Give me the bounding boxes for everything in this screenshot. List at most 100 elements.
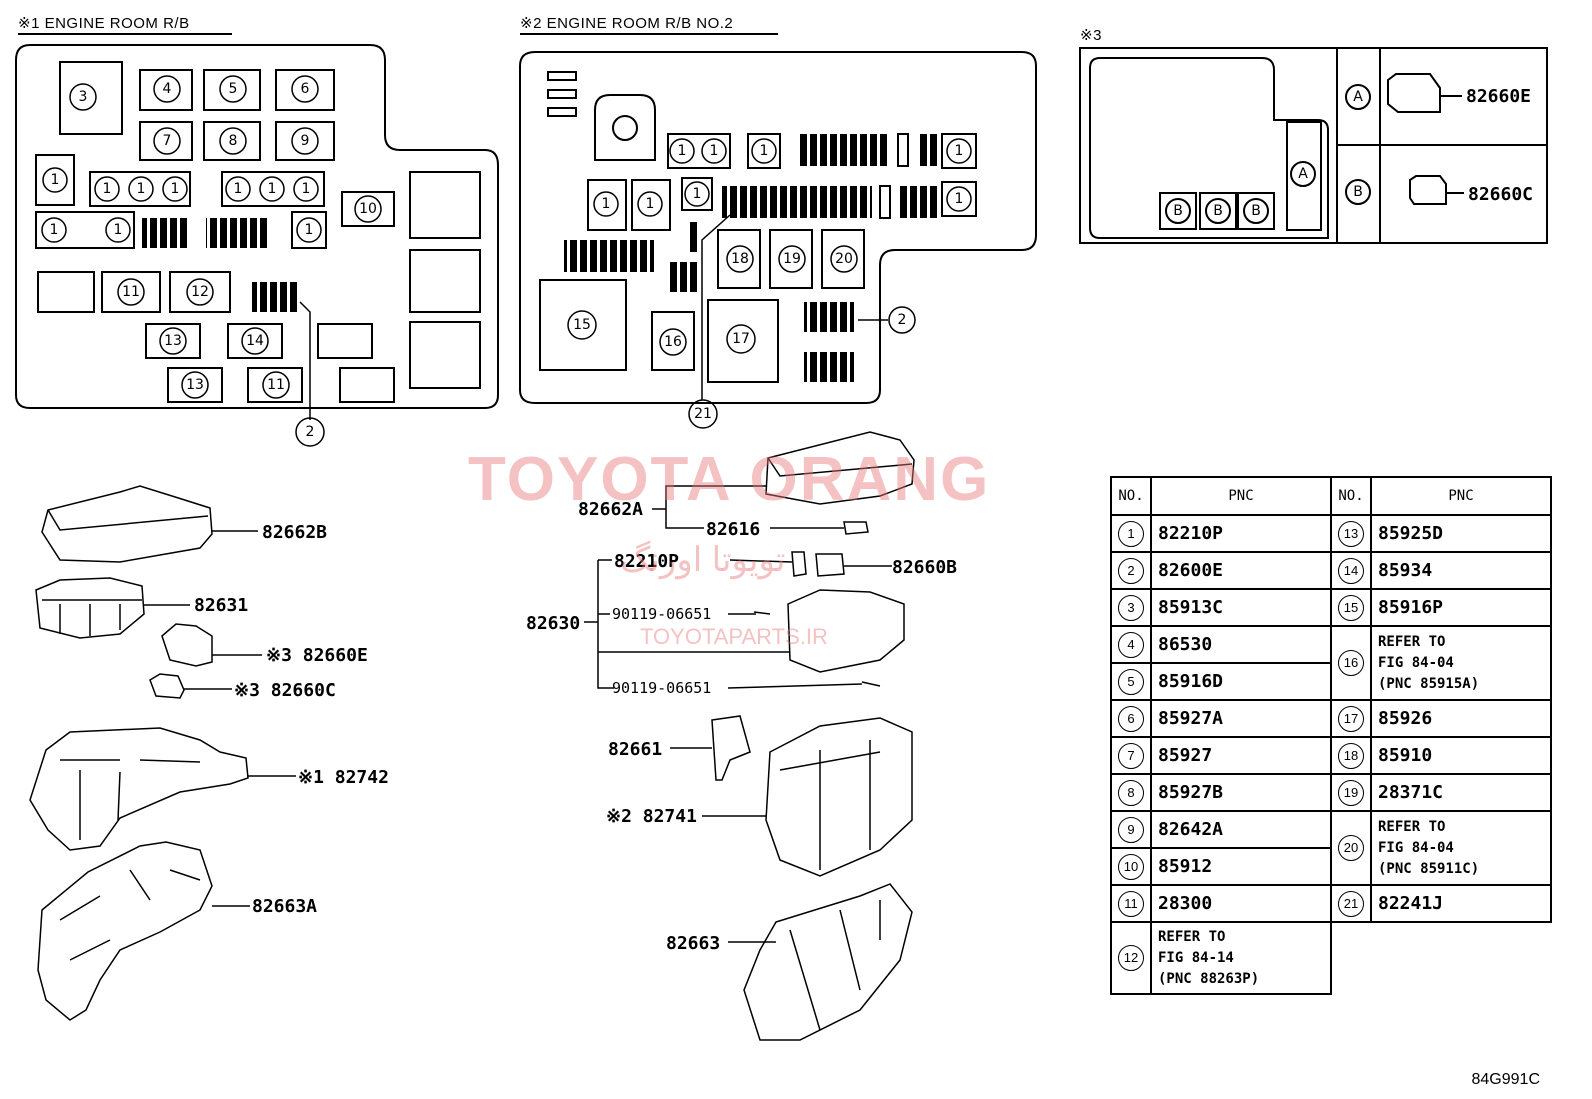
pnc-cell: 85934 — [1370, 551, 1552, 590]
fuse-strip — [668, 262, 698, 292]
table-row: 2 82600E 14 85934 — [1110, 551, 1552, 590]
pnc-cell: 82600E — [1150, 551, 1332, 590]
part-label-bolt: 90119-06651 — [612, 605, 711, 623]
box-number: 6 — [301, 81, 310, 97]
row-number: 19 — [1338, 779, 1364, 806]
box-number: 16 — [664, 334, 682, 350]
part-label-82662b: 82662B — [262, 522, 327, 543]
fuse-strip — [252, 282, 300, 312]
row-number: 21 — [1338, 890, 1364, 917]
pnc-cell: 85927 — [1150, 736, 1332, 775]
table-row: 7 85927 18 85910 — [1110, 736, 1552, 775]
row-number: 1 — [1118, 520, 1144, 547]
mid-parts-drawings — [711, 431, 915, 1041]
pnc-cell: 85925D — [1370, 514, 1552, 553]
part-label-82662a: 82662A — [578, 499, 643, 520]
box-number: 2 — [306, 424, 315, 440]
box-number: 1 — [760, 143, 769, 159]
row-number: 15 — [1338, 594, 1364, 621]
slot-letter: B — [1173, 203, 1183, 219]
circle-markers — [41, 75, 382, 447]
rb2-box — [519, 51, 1037, 404]
row-number: 4 — [1118, 631, 1144, 658]
box-number: 1 — [678, 143, 687, 159]
part-label-82616: 82616 — [706, 519, 760, 540]
table-row: 9 82642A 20 REFER TO FIG 84-04 (PNC 8591… — [1110, 810, 1552, 886]
box-number: 20 — [835, 251, 853, 267]
box-number: 21 — [694, 406, 712, 422]
box-number: 11 — [122, 284, 140, 300]
table-row: 12 REFER TO FIG 84-14 (PNC 88263P) — [1110, 921, 1551, 995]
rb1-box — [15, 44, 499, 409]
row-number: 9 — [1118, 816, 1144, 843]
pnc-cell: 86530 — [1150, 625, 1332, 664]
row-number: 17 — [1338, 705, 1364, 732]
fuse-strip — [898, 186, 938, 218]
fuse-strip — [804, 302, 854, 332]
table-row: 1 82210P 13 85925D — [1110, 514, 1552, 553]
row-number: 6 — [1118, 705, 1144, 732]
box-number: 1 — [305, 222, 314, 238]
pnc-cell: 28371C — [1370, 773, 1552, 812]
pnc-cell: 85913C — [1150, 588, 1332, 627]
box-number: 13 — [164, 333, 182, 349]
pnc-cell: 82642A — [1150, 810, 1332, 849]
row-number: 14 — [1338, 557, 1364, 584]
table-row: 10 85912 — [1110, 847, 1551, 886]
box-number: 8 — [229, 133, 238, 149]
col-no: NO. — [1330, 476, 1372, 516]
box-number: 1 — [955, 191, 964, 207]
box-number: 1 — [51, 172, 60, 188]
part-label-82660b: 82660B — [892, 557, 957, 578]
leader-line — [701, 214, 731, 400]
box-number: 1 — [710, 143, 719, 159]
box-number: 1 — [302, 181, 311, 197]
row-number: 8 — [1118, 779, 1144, 806]
box-number: 14 — [246, 333, 264, 349]
slot-letter: B — [1213, 203, 1223, 219]
row-number: 7 — [1118, 742, 1144, 769]
part-label-82631: 82631 — [194, 595, 248, 616]
box-number: 10 — [359, 201, 377, 217]
box-number: 1 — [646, 196, 655, 212]
slot-letter: B — [1251, 203, 1261, 219]
box-number: 3 — [79, 89, 88, 105]
box-number: 7 — [163, 133, 172, 149]
table-row: 11 28300 21 82241J — [1110, 884, 1552, 923]
pnc-cell: 85916P — [1370, 588, 1552, 627]
box-number: 13 — [186, 377, 204, 393]
box-number: 19 — [783, 251, 801, 267]
slot-letter: A — [1298, 166, 1308, 182]
box-number: 18 — [731, 251, 749, 267]
pnc-cell: 85927A — [1150, 699, 1332, 738]
rb2-title: ※2 ENGINE ROOM R/B NO.2 — [520, 14, 778, 35]
part-label-82210p: 82210P — [614, 551, 679, 572]
row-number: 3 — [1118, 594, 1144, 621]
slot-letter: B — [1353, 184, 1363, 200]
row-number: 16 — [1338, 650, 1364, 676]
row-number: 2 — [1118, 557, 1144, 584]
table-row: 5 85916D — [1110, 662, 1551, 701]
pnc-cell: 85910 — [1370, 736, 1552, 775]
box-number: 1 — [137, 181, 146, 197]
pnc-cell: 85916D — [1150, 662, 1332, 701]
box-number: 1 — [171, 181, 180, 197]
part-label-82660e: ※3 82660E — [266, 645, 368, 666]
box-number: 1 — [103, 181, 112, 197]
pnc-cell: 85927B — [1150, 773, 1332, 812]
pnc-cell: 85912 — [1150, 847, 1332, 886]
watermark-sub: TOYOTAPARTS.IR — [640, 624, 828, 649]
box-number: 1 — [268, 181, 277, 197]
row-number: 20 — [1338, 835, 1364, 861]
leader-line — [299, 301, 311, 420]
part-label-82741: ※2 82741 — [606, 806, 697, 827]
pnc-cell: REFER TO FIG 84-14 (PNC 88263P) — [1150, 921, 1332, 995]
part-label-82660c: ※3 82660C — [234, 680, 336, 701]
fuse-strip — [804, 352, 854, 382]
figure-code: 84G991C — [1471, 1071, 1541, 1088]
part-label-82630: 82630 — [526, 613, 580, 634]
mid-leaders — [584, 485, 892, 943]
table-row: 3 85913C 15 85916P — [1110, 588, 1552, 627]
part-label-82660c: 82660C — [1468, 184, 1533, 205]
